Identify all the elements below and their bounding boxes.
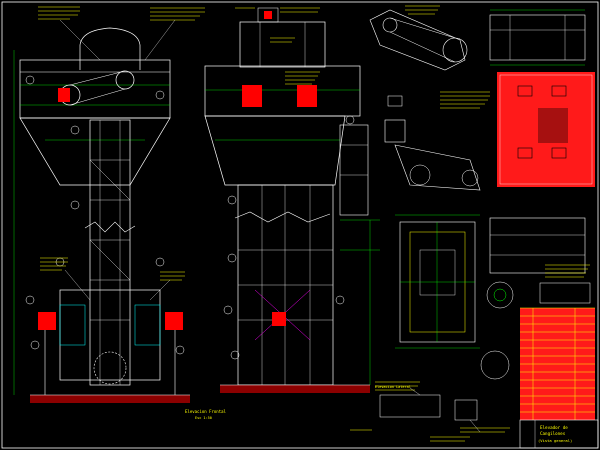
parts-list-table bbox=[520, 307, 595, 420]
side-top-block bbox=[239, 21, 326, 68]
front-view-scale: Esc 1:50 bbox=[195, 416, 212, 420]
detail-bracket-left bbox=[384, 91, 490, 191]
front-hopper bbox=[19, 117, 171, 186]
motor-block-front bbox=[58, 88, 70, 102]
side-motor-left bbox=[242, 85, 262, 107]
break-line-side bbox=[234, 211, 331, 223]
title-line-2: Cangilones bbox=[540, 431, 566, 436]
title-line-1: Elevador de bbox=[540, 425, 568, 430]
title-block: Elevador de Cangilones (Vista general) bbox=[519, 419, 599, 449]
detail-hatched-plate bbox=[497, 72, 595, 187]
break-line-front bbox=[84, 221, 136, 233]
boot-pulley-front bbox=[93, 351, 127, 385]
front-head-frame bbox=[19, 59, 171, 119]
side-boot-motor bbox=[272, 312, 286, 326]
front-boot bbox=[59, 289, 161, 381]
boot-motor-right bbox=[165, 312, 183, 330]
front-head-hood bbox=[79, 27, 141, 70]
side-head-frame bbox=[204, 65, 361, 117]
leader-lines bbox=[59, 19, 481, 433]
ground-side bbox=[220, 385, 370, 393]
detail-plan-view bbox=[395, 214, 480, 349]
title-line-3: (Vista general) bbox=[538, 438, 572, 443]
side-view-label: Elevacion Lateral bbox=[375, 385, 411, 389]
detail-bottom-left bbox=[350, 381, 510, 442]
front-elevation: Elevacion Frontal Esc 1:50 bbox=[13, 6, 227, 420]
front-casing bbox=[89, 119, 131, 386]
side-hopper bbox=[204, 115, 346, 186]
detail-frame-top-right bbox=[489, 9, 586, 66]
side-motor-right bbox=[297, 85, 317, 107]
boot-motor-left bbox=[38, 312, 56, 330]
ground-front bbox=[30, 395, 190, 403]
side-elevation: Elevacion Lateral bbox=[204, 7, 411, 393]
detail-section-right bbox=[480, 217, 591, 380]
detail-drive-top bbox=[369, 5, 468, 71]
front-view-label: Elevacion Frontal bbox=[185, 409, 227, 414]
